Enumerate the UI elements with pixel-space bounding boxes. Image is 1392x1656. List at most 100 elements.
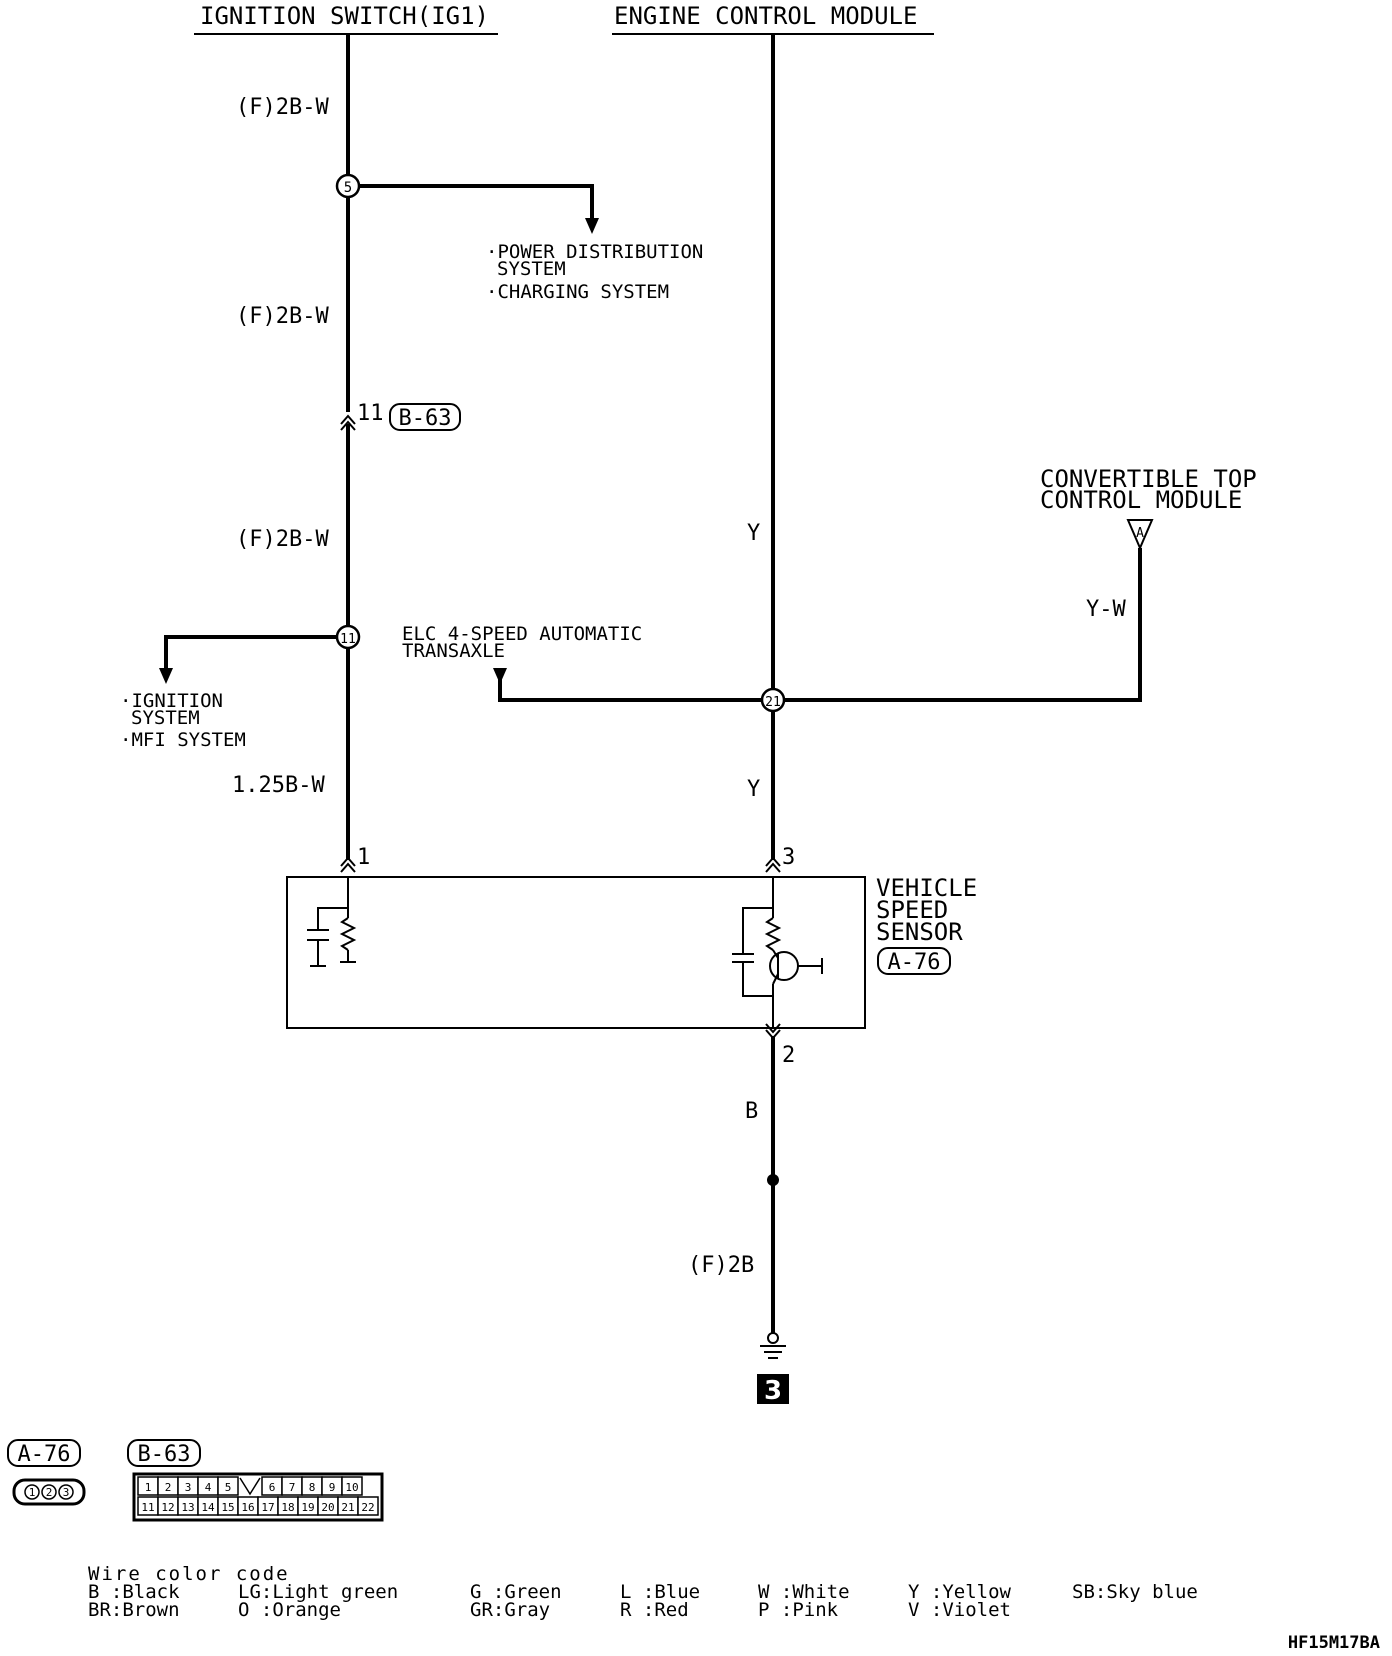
arrow-down-icon [493,668,507,684]
b63-key-icon [239,1477,261,1496]
ground-number-badge [757,1374,789,1404]
convertible-pin: A [1136,526,1144,541]
branch-ignition-line2: SYSTEM [131,707,200,729]
ground-icon [760,1332,786,1359]
connector-chevron-icon [340,862,356,873]
b63-pin-label: 17 [261,1501,274,1514]
color-code-row2: BR:Brown O :Orange GR:Gray R :Red P :Pin… [88,1599,1011,1621]
connector-chevron-icon [340,420,356,431]
diagram-id: HF15M17BA [1288,1633,1380,1653]
sensor-internal-circuit-left [307,877,357,967]
b63-pin-label: 12 [161,1501,174,1514]
wire-branch-convertible[interactable] [784,548,1142,702]
sensor-internal-circuit-right [732,877,823,1028]
wire-label-ecm-lower: Y [747,777,760,802]
b63-pin-label: 13 [181,1501,194,1514]
svg-text:R :Red: R :Red [620,1599,689,1621]
branch-power-line2: SYSTEM [497,258,566,280]
svg-text:W :White: W :White [758,1581,850,1603]
svg-text:2: 2 [46,1486,53,1499]
wire-branch-elc[interactable] [498,676,762,702]
b63-pin-label: 20 [321,1501,334,1514]
ignition-switch-label: IGNITION SWITCH(IG1) [200,2,489,30]
b63-pin-label: 8 [309,1481,316,1494]
connector-chevron-icon [765,862,781,873]
connector-ref-pin: 11 [357,401,384,426]
sensor-pin-3: 3 [782,845,795,870]
connector-chevron-icon [765,1023,781,1034]
sensor-name-line3: SENSOR [876,918,963,946]
branch-elc-line1: ELC 4-SPEED AUTOMATIC [402,623,642,645]
connector-ref-id[interactable]: B-63 [399,406,452,431]
wire-branch-power[interactable] [359,184,594,222]
arrow-down-icon [585,218,599,234]
color-code-title: Wire color code [88,1563,290,1585]
wire-label-ecm-upper: Y [747,521,760,546]
connector-ref-box [389,403,461,431]
sensor-name-line1: VEHICLE [876,874,977,902]
svg-text:G :Green: G :Green [470,1581,562,1603]
svg-text:1: 1 [29,1486,36,1499]
svg-text:V :Violet: V :Violet [908,1599,1011,1621]
color-code-row1: B :Black LG:Light green G :Green L :Blue… [88,1581,1198,1603]
sensor-pin-2: 2 [782,1043,795,1068]
svg-text:L :Blue: L :Blue [620,1581,700,1603]
b63-pin-label: 2 [165,1481,172,1494]
legend-a76-pins: 1 2 3 [24,1484,74,1500]
b63-pin-label: 4 [205,1481,212,1494]
b63-pin-label: 5 [225,1481,232,1494]
wire-label-ground-upper: B [745,1099,758,1124]
connector-chevron-icon [340,856,356,867]
legend-a76-label-box [7,1439,81,1467]
svg-text:Y :Yellow: Y :Yellow [908,1581,1012,1603]
b63-pin-label: 22 [361,1501,374,1514]
junction-21-label: 21 [765,695,781,710]
svg-text:BR:Brown: BR:Brown [88,1599,180,1621]
b63-pin-label: 1 [145,1481,152,1494]
wire-label-ig-sensor: 1.25B-W [232,773,325,798]
svg-text:LG:Light green: LG:Light green [238,1581,398,1603]
junction-5-label: 5 [344,180,352,196]
connector-triangle-icon [1126,519,1154,551]
b63-pin-label: 9 [329,1481,336,1494]
sensor-connector[interactable]: A-76 [888,950,941,975]
sensor-name-line2: SPEED [876,896,948,924]
b63-pin-label: 21 [341,1501,354,1514]
legend-b63-label-box [127,1439,201,1467]
sensor-pin-1: 1 [357,845,370,870]
b63-pin-label: 3 [185,1481,192,1494]
b63-pin-label: 7 [289,1481,296,1494]
b63-pin-label: 18 [281,1501,294,1514]
wire-branch-ignition[interactable] [164,635,337,672]
connector-chevron-icon [340,414,356,425]
b63-pin-label: 10 [345,1481,358,1494]
wire-label-ig-low: (F)2B-W [236,527,329,552]
convertible-line1: CONVERTIBLE TOP [1040,465,1257,493]
arrow-down-icon [159,668,173,684]
wire-label-ground-lower: (F)2B [688,1253,754,1278]
sensor-box[interactable] [286,876,866,1029]
legend-b63-label: B-63 [138,1442,191,1467]
convertible-line2: CONTROL MODULE [1040,486,1242,514]
wire-label-ig-top: (F)2B-W [236,95,329,120]
svg-text:P :Pink: P :Pink [758,1599,839,1621]
branch-elc-line2: TRANSAXLE [402,640,505,662]
branch-mfi: ·MFI SYSTEM [120,729,246,751]
branch-charging: ·CHARGING SYSTEM [486,281,669,303]
b63-pin-label: 15 [221,1501,234,1514]
wire-label-convertible: Y-W [1086,597,1126,622]
splice-dot [767,1174,779,1186]
b63-pin-label: 14 [201,1501,215,1514]
b63-pin-cell [341,1476,363,1496]
svg-text:SB:Sky blue: SB:Sky blue [1072,1581,1198,1603]
branch-power-line1: ·POWER DISTRIBUTION [486,241,703,263]
branch-ignition-line1: ·IGNITION [120,690,223,712]
sensor-connector-box [877,947,951,975]
b63-pin-label: 19 [301,1501,314,1514]
svg-text:B :Black: B :Black [88,1581,180,1603]
b63-pin-label: 16 [241,1501,254,1514]
wire-label-ig-mid: (F)2B-W [236,304,329,329]
svg-text:O :Orange: O :Orange [238,1599,341,1621]
